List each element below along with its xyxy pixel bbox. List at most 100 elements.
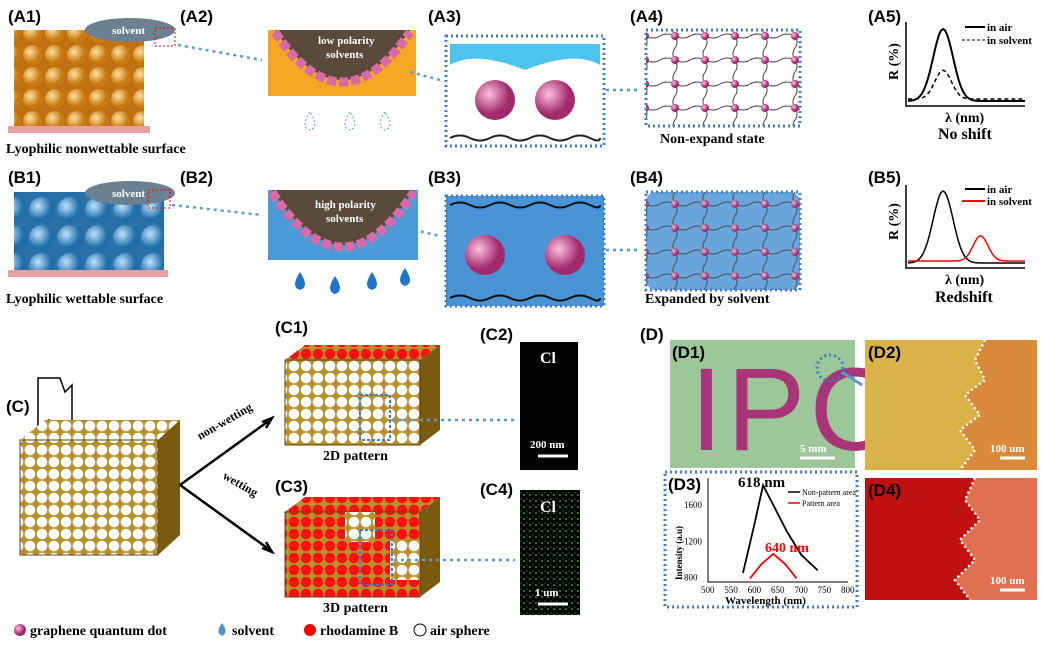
caption-3d-pattern: 3D pattern <box>323 601 388 616</box>
zoom-box <box>359 394 391 441</box>
series-non-pattern-area <box>742 482 819 574</box>
scale-label: 200 nm <box>530 439 565 451</box>
label-d3: (D3) <box>668 475 701 494</box>
panel-a4: (A4) Non-expand state <box>630 7 802 147</box>
label-c4: (C4) <box>480 480 513 499</box>
label-b5: (B5) <box>868 168 901 187</box>
block-top-red <box>285 497 440 512</box>
label-b1: (B1) <box>8 168 41 187</box>
series-in-air <box>907 27 1025 102</box>
caption-a1: Lyophilic nonwettable surface <box>6 142 186 157</box>
element-label: Cl <box>540 350 557 367</box>
x-tick-label: 500 <box>701 585 715 595</box>
caption-a5: No shift <box>938 126 992 143</box>
substrate <box>8 126 150 133</box>
axes <box>905 22 1025 107</box>
orange-opal-block <box>14 30 144 128</box>
block-top <box>20 420 180 440</box>
label-c2: (C2) <box>480 325 513 344</box>
legend-entry: Non-pattern area <box>802 488 856 497</box>
block-front <box>19 439 159 556</box>
blue-opal-block <box>14 192 164 272</box>
arrow <box>413 228 441 238</box>
legend-in-solvent: in solvent <box>987 35 1032 47</box>
panel-b5-chart: (B5) R (%) in air in solvent λ (nm) Reds… <box>868 168 1032 306</box>
y-tick-label: 1200 <box>684 536 703 546</box>
arrow <box>409 70 441 82</box>
panel-b2: (B2) high polarity solvents <box>180 168 418 294</box>
x-tick-label: 650 <box>771 585 785 595</box>
solvent-drops <box>295 268 410 294</box>
label-b3: (B3) <box>428 168 461 187</box>
panel-a5-chart: (A5) R (%) in air in solvent λ (nm) No s… <box>868 7 1032 143</box>
element-label: Cl <box>540 499 557 516</box>
series-in-air <box>907 190 1025 264</box>
label-c3: (C3) <box>275 477 308 496</box>
x-tick-label: 750 <box>818 585 832 595</box>
gqd-chain <box>268 189 418 252</box>
block-side <box>420 345 440 445</box>
photo-ipc <box>670 340 855 468</box>
caption-b5: Redshift <box>935 289 993 306</box>
series-in-solvent <box>908 234 1025 262</box>
arrow <box>841 370 863 387</box>
series-in-solvent <box>908 69 1025 100</box>
panel-c1: (C1) 2D pattern <box>275 318 515 464</box>
dotted-frame <box>663 470 859 609</box>
solvent-droplet <box>85 18 175 42</box>
solvent-drop-icon <box>218 623 226 636</box>
scale-label: 100 um <box>990 575 1025 587</box>
legend-rhodamine: rhodamine B <box>320 624 398 639</box>
arrow <box>177 43 263 62</box>
solvent-droplet <box>85 181 175 205</box>
label-a2: (A2) <box>180 7 213 26</box>
zoom-box <box>359 529 393 586</box>
peak-annotation: 640 nm <box>765 541 809 556</box>
gqd-sphere <box>465 235 505 275</box>
label-d4: (D4) <box>868 481 901 500</box>
legend-solvent: solvent <box>232 624 274 639</box>
y-tick-label: 1600 <box>684 500 703 510</box>
axes <box>707 478 848 583</box>
panel-b1: (B1) solvent Lyophilic wettable surface <box>6 168 175 307</box>
substrate <box>8 270 168 277</box>
block-top-red <box>285 345 440 360</box>
panel-a2: (A2) low polarity solvents <box>180 7 416 131</box>
label-a3: (A3) <box>428 7 461 26</box>
eds-map-black <box>520 342 578 470</box>
gqd-icon <box>14 624 26 636</box>
label-a5: (A5) <box>868 7 901 26</box>
label-a1: (A1) <box>8 7 41 26</box>
legend: graphene quantum dot solvent rhodamine B… <box>14 623 490 639</box>
scale-label: 1 um <box>535 587 559 599</box>
solvent-layer <box>450 44 600 70</box>
boundary-line <box>953 477 982 601</box>
x-tick-label: 700 <box>794 585 808 595</box>
label-wetting: wetting <box>221 468 261 499</box>
air-sphere-icon <box>413 623 427 637</box>
legend-air-sphere: air sphere <box>430 624 490 639</box>
x-tick-label: 550 <box>724 585 738 595</box>
y-axis-label: R (%) <box>887 203 902 240</box>
peak-annotation: 618 nm <box>738 475 786 491</box>
polymer-chain <box>449 201 601 302</box>
scale-label: 100 um <box>990 443 1025 455</box>
label-d: (D) <box>640 325 664 344</box>
bowl-label-2: solvents <box>326 213 364 225</box>
legend-entry: Pattern area <box>802 499 840 508</box>
panel-c: (C) non-wetting wetting <box>6 377 275 556</box>
gqd-chain <box>271 29 414 87</box>
label-b2: (B2) <box>180 168 213 187</box>
dotted-frame <box>644 28 802 128</box>
solvent-label: solvent <box>112 188 145 200</box>
label-d2: (D2) <box>868 343 901 362</box>
x-tick-label: 800 <box>841 585 855 595</box>
dotted-frame <box>644 190 802 292</box>
rhodamine-icon <box>304 624 316 636</box>
series-pattern-area <box>749 552 798 579</box>
block-side <box>420 497 440 597</box>
scale-label: 5 mm <box>800 443 827 455</box>
branch-arrows <box>179 415 275 555</box>
legend-gqd: graphene quantum dot <box>30 624 167 639</box>
